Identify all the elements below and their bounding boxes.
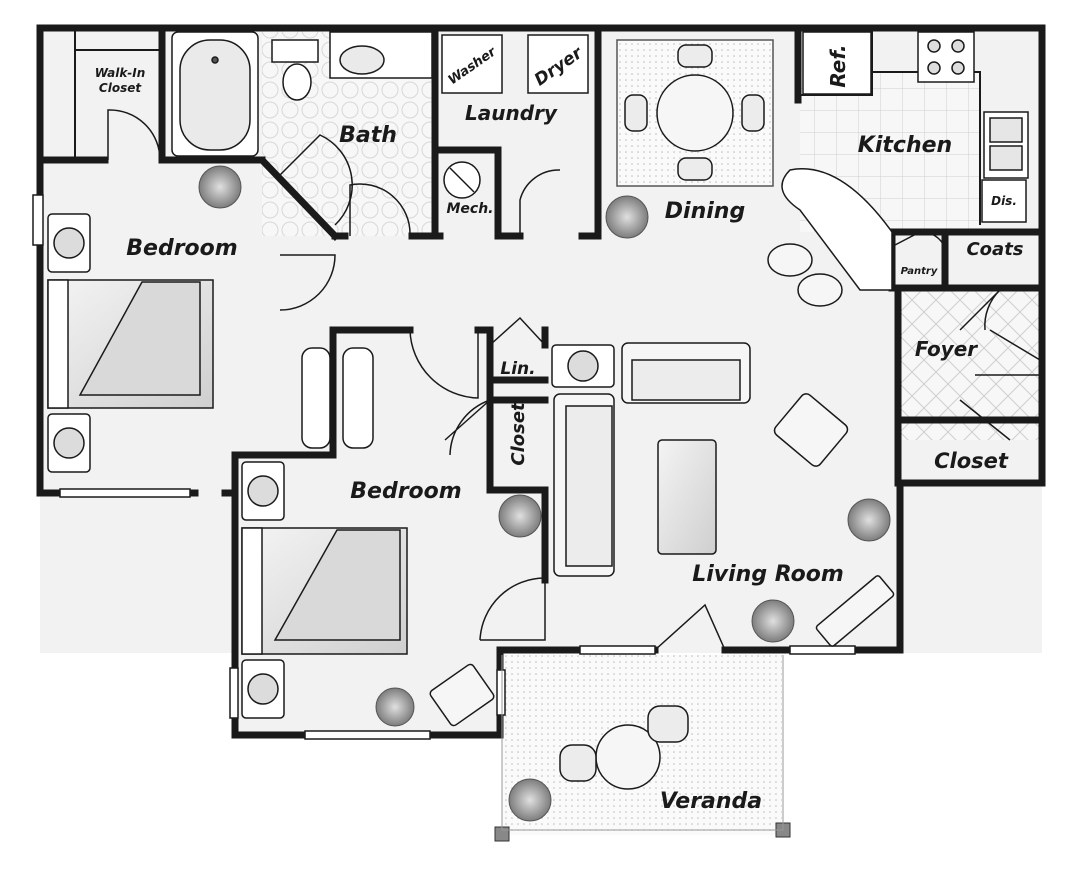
coffee-table [657,439,717,555]
mech-label: Mech. [446,201,493,217]
veranda-label: Veranda [660,789,762,814]
linen-label: Lin. [500,359,535,379]
walk-in-closet-label-1: Walk-In [95,66,146,80]
dis-label: Dis. [991,194,1017,208]
fixtures [171,31,1029,291]
foyer-label: Foyer [915,337,978,361]
ref-label: Ref. [826,44,850,87]
bath-label: Bath [339,123,397,148]
dishwasher [981,179,1027,223]
dryer [527,34,589,94]
foyer-closet-label: Closet [934,449,1009,473]
furniture [47,44,895,790]
refrigerator [802,31,872,95]
toilet [271,39,319,63]
walk-in-closet-label-2: Closet [99,81,142,95]
washer [441,34,503,94]
second-bedroom-label: Bedroom [350,479,461,504]
coats-label: Coats [966,239,1023,260]
windows [32,194,856,740]
dining-label: Dining [665,199,745,224]
kitchen-bar [781,168,893,291]
master-bedroom-label: Bedroom [126,236,237,261]
floor-foyer [898,290,1040,440]
laundry-label: Laundry [465,101,558,125]
stove [917,31,975,83]
doors [107,109,1041,651]
pantry-label: Pantry [901,266,938,277]
kitchen-label: Kitchen [858,133,952,158]
dining-table [656,74,734,152]
thin-walls [74,30,1043,483]
floors [40,28,1042,835]
hall-closet-label: Closet [508,401,529,466]
living-room-label: Living Room [692,562,844,587]
plants [198,165,891,822]
